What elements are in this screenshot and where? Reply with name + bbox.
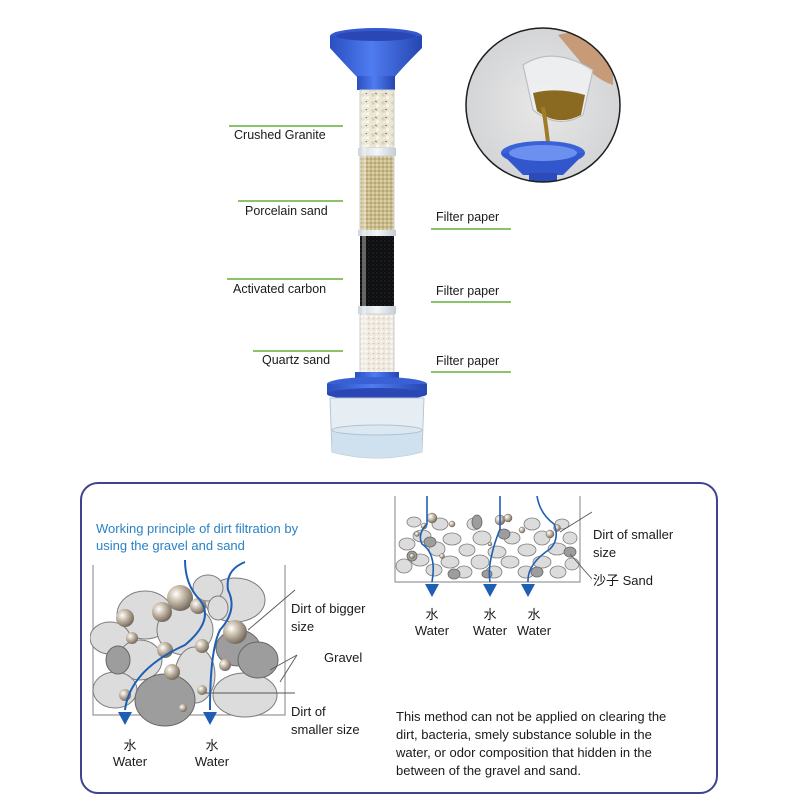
water-output-sand-3: 水 Water [509,607,559,639]
label-underline [229,125,343,127]
water-cn: 水 [205,738,219,753]
label-dirt-smaller-size-sand: Dirt of smaller size [593,526,673,562]
water-cn: 水 [483,607,497,622]
separator-label-filter-paper-2: Filter paper [436,284,500,298]
filter-column-illustration [327,28,427,459]
water-en: Water [516,623,552,638]
label-dirt-smaller-sand-line-2: size [593,545,617,560]
note-line: water, or odor composition that hidden i… [396,745,652,760]
label-underline [431,301,511,303]
layer-label-quartz-sand: Quartz sand [262,353,331,367]
label-dirt-bigger-size: Dirt of bigger size [291,600,365,636]
separator-label-filter-paper-1: Filter paper [436,210,500,224]
limitation-note: This method can not be applied on cleari… [396,708,666,780]
water-cn: 水 [425,607,439,622]
sand-filtration-diagram [394,495,592,597]
label-dirt-smaller-size-gravel: Dirt of smaller size [291,703,360,739]
label-dirt-smaller-line-2: smaller size [291,722,360,737]
water-en: Water [414,623,450,638]
water-en: Water [112,754,148,769]
label-underline [227,278,343,280]
principle-title-line-2: using the gravel and sand [96,538,245,553]
principle-title-line-1: Working principle of dirt filtration by [96,521,299,536]
label-dirt-bigger-line-1: Dirt of bigger [291,601,366,616]
separator-label-filter-paper-3: Filter paper [436,354,500,368]
water-cn: 水 [123,738,137,753]
water-output-sand-2: 水 Water [465,607,515,639]
note-line: This method can not be applied on cleari… [396,709,667,724]
water-en: Water [194,754,230,769]
label-underline [253,350,343,352]
note-line: between of the gravel and sand. [396,763,582,778]
label-underline [238,200,343,202]
layer-label-activated-carbon: Activated carbon [233,282,327,296]
label-underline [431,371,511,373]
label-sand: 沙子 Sand [593,573,653,588]
note-line: dirt, bacteria, smely substance soluble … [396,727,652,742]
label-dirt-smaller-sand-line-1: Dirt of smaller [593,527,674,542]
label-gravel: Gravel [324,650,363,665]
label-underline [431,228,511,230]
layer-label-crushed-granite: Crushed Granite [234,128,326,142]
principle-title: Working principle of dirt filtration by … [96,520,298,554]
water-cn: 水 [527,607,541,622]
inset-photo-pouring [465,27,621,183]
water-output-sand-1: 水 Water [407,607,457,639]
water-en: Water [472,623,508,638]
label-dirt-smaller-line-1: Dirt of [291,704,326,719]
water-output-gravel-2: 水 Water [187,738,237,770]
water-output-gravel-1: 水 Water [105,738,155,770]
label-dirt-bigger-line-2: size [291,619,315,634]
layer-label-porcelain-sand: Porcelain sand [245,204,328,218]
gravel-filtration-diagram [90,560,298,727]
